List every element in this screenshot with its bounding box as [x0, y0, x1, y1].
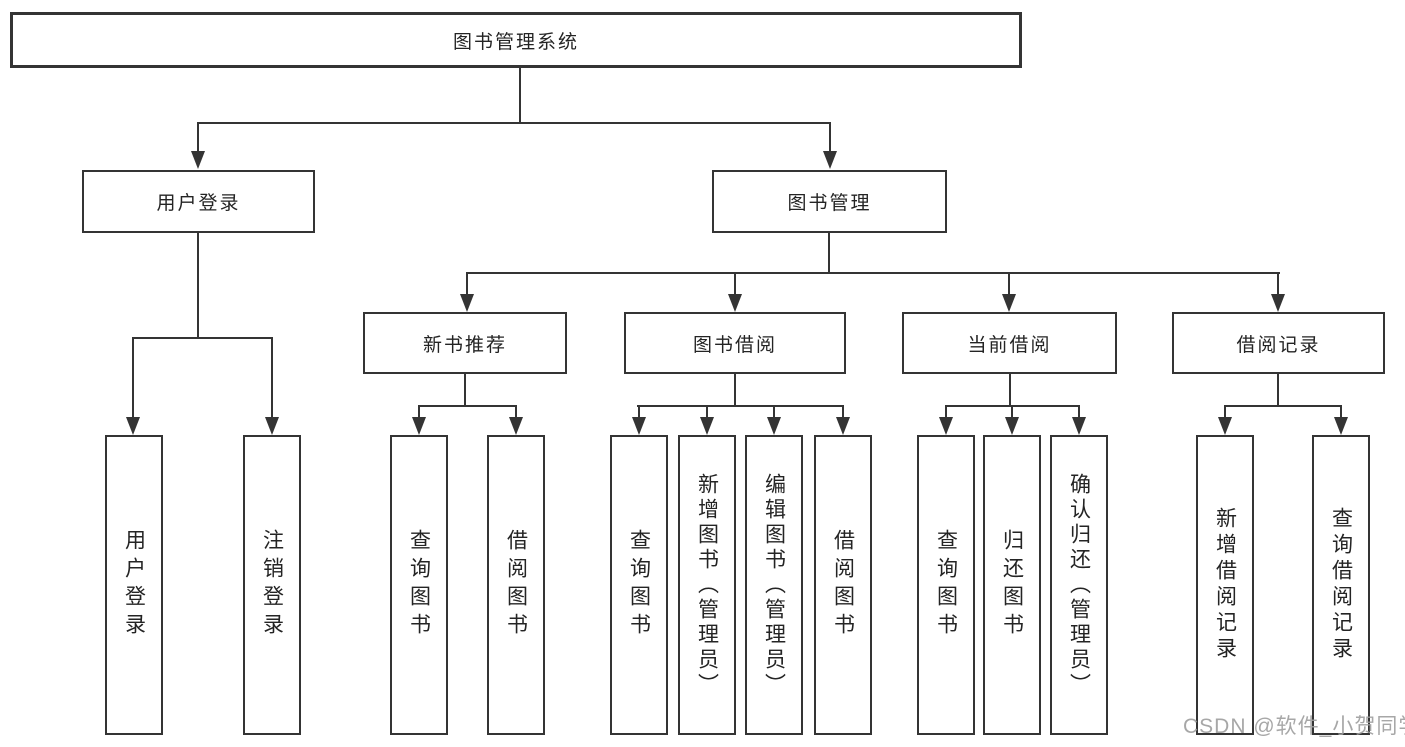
connector-line: [1009, 374, 1011, 407]
connector-line: [515, 405, 517, 419]
leaf-label: 查询图书: [407, 529, 431, 641]
connector-line: [773, 405, 775, 419]
arrowhead-down-icon: [460, 294, 474, 312]
arrowhead-down-icon: [939, 417, 953, 435]
node-label: 借阅记录: [1236, 334, 1321, 356]
node-label: 图书管理系统: [452, 31, 579, 53]
leaf-query-book-1: 查询图书: [390, 435, 448, 735]
connector-line: [945, 405, 947, 419]
node-library-management-system: 图书管理系统: [10, 12, 1022, 68]
leaf-label: 借阅图书: [831, 529, 855, 641]
arrowhead-down-icon: [1334, 417, 1348, 435]
node-book-management: 图书管理: [712, 170, 947, 233]
connector-line: [466, 272, 468, 296]
connector-line: [1277, 272, 1279, 296]
node-label: 图书借阅: [692, 334, 777, 356]
connector-line: [734, 272, 736, 296]
leaf-return-book: 归还图书: [983, 435, 1041, 735]
leaf-confirm-return-admin: 确认归还（管理员）: [1050, 435, 1108, 735]
csdn-watermark: CSDN @软件_小贺同学: [1183, 715, 1405, 738]
leaf-label: 查询图书: [934, 529, 958, 641]
node-label: 当前借阅: [967, 334, 1052, 356]
leaf-edit-book-admin: 编辑图书（管理员）: [745, 435, 803, 735]
arrowhead-down-icon: [632, 417, 646, 435]
node-book-borrow: 图书借阅: [624, 312, 846, 374]
leaf-label: 归还图书: [1000, 529, 1024, 641]
connector-line: [638, 405, 640, 419]
connector-line: [271, 337, 273, 417]
connector-line: [842, 405, 844, 419]
arrowhead-down-icon: [265, 417, 279, 435]
connector-line: [1224, 405, 1226, 419]
node-user-login: 用户登录: [82, 170, 315, 233]
arrowhead-down-icon: [728, 294, 742, 312]
connector-line: [197, 122, 199, 152]
arrowhead-down-icon: [412, 417, 426, 435]
arrowhead-down-icon: [126, 417, 140, 435]
arrowhead-down-icon: [700, 417, 714, 435]
connector-line: [132, 337, 273, 339]
arrowhead-down-icon: [823, 151, 837, 169]
leaf-borrow-book-1: 借阅图书: [487, 435, 545, 735]
connector-line: [519, 68, 521, 122]
node-borrow-records: 借阅记录: [1172, 312, 1385, 374]
arrowhead-down-icon: [509, 417, 523, 435]
leaf-add-book-admin: 新增图书（管理员）: [678, 435, 736, 735]
connector-line: [637, 405, 844, 407]
arrowhead-down-icon: [836, 417, 850, 435]
leaf-label: 用户登录: [122, 529, 146, 641]
node-label: 用户登录: [156, 193, 241, 214]
arrowhead-down-icon: [1072, 417, 1086, 435]
connector-line: [828, 233, 830, 274]
connector-line: [132, 337, 134, 417]
leaf-label: 查询借阅记录: [1329, 507, 1353, 663]
connector-line: [466, 272, 1280, 274]
node-label: 图书管理: [787, 193, 872, 214]
leaf-label: 借阅图书: [504, 529, 528, 641]
connector-line: [418, 405, 517, 407]
connector-line: [734, 374, 736, 407]
node-current-borrow: 当前借阅: [902, 312, 1117, 374]
leaf-query-book-3: 查询图书: [917, 435, 975, 735]
leaf-label: 新增借阅记录: [1213, 507, 1237, 663]
connector-line: [829, 122, 831, 152]
arrowhead-down-icon: [1271, 294, 1285, 312]
connector-line: [706, 405, 708, 419]
leaf-label: 查询图书: [627, 529, 651, 641]
leaf-borrow-book-2: 借阅图书: [814, 435, 872, 735]
arrowhead-down-icon: [1002, 294, 1016, 312]
connector-line: [464, 374, 466, 407]
connector-line: [1277, 374, 1279, 407]
leaf-query-book-2: 查询图书: [610, 435, 668, 735]
leaf-label: 确认归还（管理员）: [1067, 472, 1091, 698]
arrowhead-down-icon: [1005, 417, 1019, 435]
leaf-query-borrow-record: 查询借阅记录: [1312, 435, 1370, 735]
node-label: 新书推荐: [422, 334, 507, 356]
leaf-label: 新增图书（管理员）: [695, 472, 719, 698]
arrowhead-down-icon: [1218, 417, 1232, 435]
leaf-label: 编辑图书（管理员）: [762, 472, 786, 698]
leaf-logout: 注销登录: [243, 435, 301, 735]
leaf-label: 注销登录: [260, 529, 284, 641]
connector-line: [1011, 405, 1013, 419]
connector-line: [1340, 405, 1342, 419]
connector-line: [1224, 405, 1342, 407]
arrowhead-down-icon: [191, 151, 205, 169]
node-new-book-recommend: 新书推荐: [363, 312, 567, 374]
arrowhead-down-icon: [767, 417, 781, 435]
connector-line: [1008, 272, 1010, 296]
connector-line: [418, 405, 420, 419]
connector-line: [197, 233, 199, 337]
connector-line: [1078, 405, 1080, 419]
leaf-add-borrow-record: 新增借阅记录: [1196, 435, 1254, 735]
connector-line: [197, 122, 831, 124]
leaf-user-login: 用户登录: [105, 435, 163, 735]
